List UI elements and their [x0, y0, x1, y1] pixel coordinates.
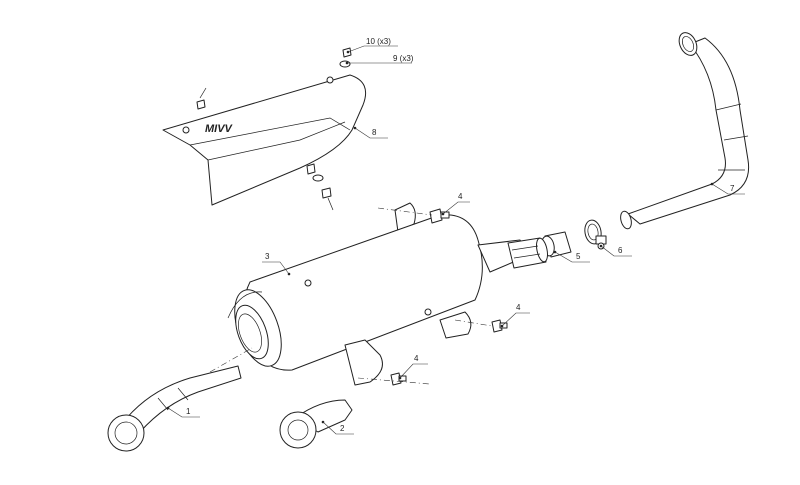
bolt-part-4-top: [429, 208, 450, 224]
svg-text:2: 2: [340, 424, 345, 433]
svg-text:6: 6: [618, 246, 623, 255]
callout-4-bottom: 4: [398, 354, 428, 380]
svg-text:10 (x3): 10 (x3): [366, 37, 391, 46]
svg-text:3: 3: [265, 252, 270, 261]
muffler-part-3: [227, 202, 548, 386]
bolt-part-4-bottom: [390, 372, 407, 386]
header-pipe-part-7: [620, 32, 750, 230]
callout-2: 2: [321, 420, 354, 435]
clamp-part-6: [584, 219, 607, 250]
bolt-part-4-right: [491, 319, 508, 333]
end-cap-part-2: [279, 399, 353, 449]
svg-text:5: 5: [576, 252, 581, 261]
heat-shield-screws: [196, 47, 352, 211]
svg-text:1: 1: [186, 407, 191, 416]
callout-4-right: 4: [500, 303, 530, 328]
assembly-axis-right: [454, 319, 493, 327]
svg-text:9 (x3): 9 (x3): [393, 54, 414, 63]
callout-4-top: 4: [441, 192, 470, 216]
svg-text:7: 7: [730, 184, 735, 193]
callout-1: 1: [166, 406, 200, 418]
svg-text:4: 4: [414, 354, 419, 363]
callout-6: 6: [599, 244, 632, 257]
callout-7: 7: [710, 182, 745, 195]
callout-8: 8: [353, 126, 388, 139]
svg-text:4: 4: [458, 192, 463, 201]
link-pipe-part-1: [107, 365, 242, 452]
callout-3: 3: [262, 252, 291, 276]
brand-logo: MIVV: [205, 123, 234, 135]
svg-text:8: 8: [372, 128, 377, 137]
callout-10: 10 (x3): [346, 37, 398, 54]
callout-5: 5: [553, 250, 590, 263]
assembly-axis-link: [209, 347, 253, 373]
heat-shield-part-8: MIVV: [162, 74, 367, 206]
assembly-axis-top: [377, 207, 433, 216]
svg-text:4: 4: [516, 303, 521, 312]
callout-9: 9 (x3): [345, 54, 414, 65]
